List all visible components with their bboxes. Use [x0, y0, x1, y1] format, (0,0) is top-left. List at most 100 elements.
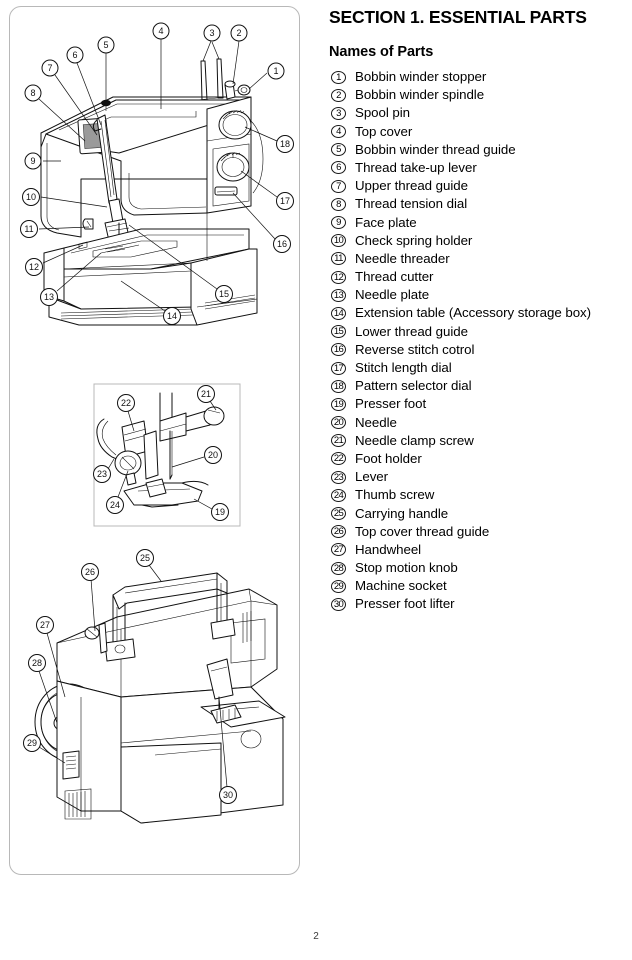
svg-text:11: 11	[24, 224, 33, 234]
part-label: Thread cutter	[355, 269, 434, 285]
part-number: 11	[331, 252, 346, 266]
part-label: Thumb screw	[355, 487, 435, 503]
part-number-badge: 4	[329, 123, 355, 141]
callout-23: 23	[93, 465, 111, 483]
callout-3: 3	[203, 24, 221, 42]
rear-view-drawing: 25 26 27 28	[23, 549, 286, 824]
callout-27: 27	[36, 616, 54, 634]
part-number: 22	[331, 452, 346, 466]
callout-7: 7	[41, 59, 59, 77]
callout-4: 4	[152, 22, 170, 40]
part-number: 3	[331, 106, 346, 120]
part-label: Pattern selector dial	[355, 378, 472, 394]
svg-text:10: 10	[26, 192, 36, 202]
part-number-badge: 26	[329, 523, 355, 541]
part-number-badge: 25	[329, 505, 355, 523]
part-label: Needle plate	[355, 287, 430, 303]
part-number: 27	[331, 543, 346, 557]
part-number-badge: 2	[329, 86, 355, 104]
svg-text:7: 7	[47, 63, 52, 73]
part-label: Stitch length dial	[355, 360, 452, 375]
part-label: Spool pin	[355, 105, 410, 121]
svg-text:24: 24	[110, 500, 120, 510]
callout-11: 11	[20, 220, 38, 238]
part-number-badge: 23	[329, 468, 355, 486]
callout-26: 26	[81, 563, 99, 581]
svg-text:28: 28	[32, 658, 42, 668]
svg-text:1: 1	[273, 66, 278, 76]
front-view-drawing: 1 2 3 4	[20, 22, 294, 326]
callout-10: 10	[22, 188, 40, 206]
callout-9: 9	[24, 152, 42, 170]
part-label: Foot holder	[355, 450, 422, 466]
part-number: 24	[331, 488, 346, 502]
part-number: 12	[331, 270, 346, 284]
callout-18: 18	[276, 135, 294, 153]
svg-text:5: 5	[103, 40, 108, 50]
callout-15: 15	[215, 285, 233, 303]
callout-25: 25	[136, 549, 154, 567]
part-label: Face plate	[355, 214, 417, 230]
part-number-badge: 7	[329, 177, 355, 195]
part-number-badge: 30	[329, 595, 355, 613]
part-label: Needle threader	[355, 250, 450, 266]
part-number-badge: 18	[329, 377, 355, 395]
part-number-badge: 29	[329, 577, 355, 595]
part-number-badge: 20	[329, 414, 355, 432]
section-title: SECTION 1. ESSENTIAL PARTS	[329, 7, 587, 27]
part-number: 7	[331, 179, 346, 193]
callout-1: 1	[267, 62, 285, 80]
svg-text:21: 21	[201, 389, 211, 399]
subsection-title: Names of Parts	[329, 44, 434, 60]
svg-text:25: 25	[140, 553, 150, 563]
part-label: Lever	[355, 469, 389, 485]
figure-front-view: 1 2 3 4	[1, 1, 311, 361]
part-number: 25	[331, 507, 346, 520]
part-list-item: 12 Thread cutter	[329, 268, 627, 286]
callout-16: 16	[273, 235, 291, 253]
callout-20: 20	[204, 446, 222, 464]
part-number-badge: 8	[329, 195, 355, 213]
part-number: 19	[331, 397, 346, 411]
page-number: 2	[313, 931, 319, 942]
svg-text:20: 20	[208, 450, 218, 460]
callout-19: 19	[211, 503, 229, 521]
part-number-badge: 16	[329, 341, 355, 359]
callout-21: 21	[197, 385, 215, 403]
figure-needle-detail: 19 20 21 22	[86, 379, 246, 531]
svg-text:8: 8	[30, 88, 35, 98]
part-number-badge: 24	[329, 486, 355, 504]
svg-text:4: 4	[158, 26, 163, 36]
callout-29: 29	[23, 734, 41, 752]
part-number: 20	[331, 416, 346, 430]
part-list-item: 3 Spool pin	[329, 104, 627, 122]
svg-text:6: 6	[72, 50, 77, 60]
callout-30: 30	[219, 786, 237, 804]
part-number: 14	[331, 306, 346, 320]
svg-text:29: 29	[27, 738, 37, 748]
part-number: 8	[331, 197, 346, 211]
callout-24: 24	[106, 496, 124, 514]
part-label: Bobbin winder thread guide	[355, 141, 516, 157]
part-number: 1	[331, 70, 346, 84]
callout-22: 22	[117, 394, 135, 412]
part-label: Check spring holder	[355, 232, 473, 248]
part-number-badge: 17	[329, 359, 355, 377]
